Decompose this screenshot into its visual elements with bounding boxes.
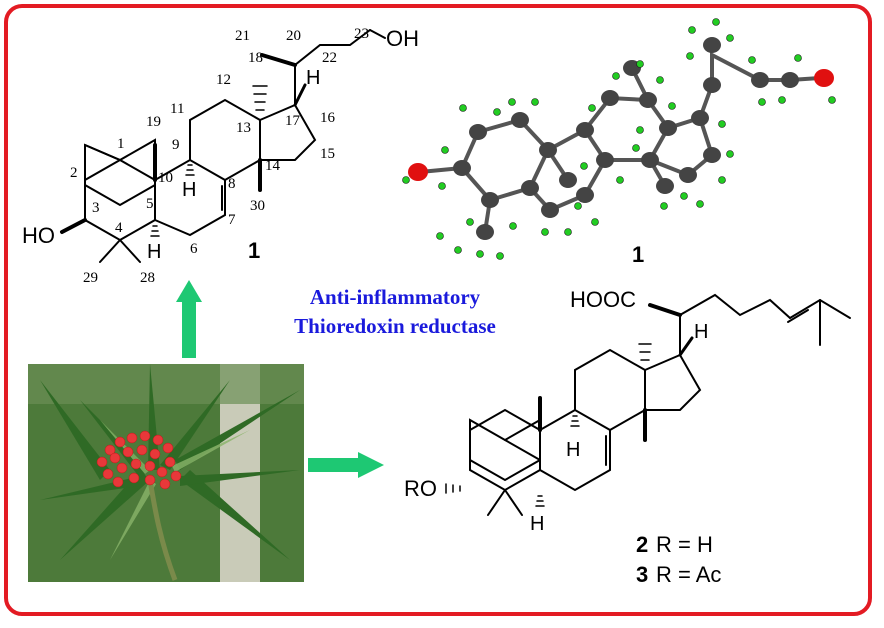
crystal-compound-number: 1 [632, 242, 644, 267]
atom-label-1: 1 [117, 136, 125, 152]
h-17-label-b: H [694, 321, 708, 343]
legend-2-number: 2 [636, 532, 648, 557]
carboxyl-label: HOOC [570, 287, 636, 312]
plant-photo [28, 364, 304, 582]
compound-1-labels: OH HO H H H 1 2 3 4 5 6 7 8 9 10 11 12 1… [22, 26, 419, 286]
atom-label-18: 18 [248, 50, 263, 66]
activity-line-1: Anti-inflammatory [309, 285, 481, 309]
atom-label-3: 3 [92, 200, 100, 216]
atom-label-5: 5 [146, 196, 154, 212]
legend-3-number: 3 [636, 562, 648, 587]
activity-line-2: Thioredoxin reductase [294, 314, 496, 338]
atom-label-22: 22 [322, 50, 337, 66]
atom-label-20: 20 [286, 28, 301, 44]
atom-label-13: 13 [236, 120, 251, 136]
atom-label-2: 2 [70, 165, 78, 181]
outer-frame [4, 4, 872, 616]
atom-label-21: 21 [235, 28, 250, 44]
atom-label-8: 8 [228, 176, 236, 192]
atom-label-23: 23 [354, 26, 369, 42]
atom-label-15: 15 [320, 146, 335, 162]
h-17-label: H [306, 67, 320, 89]
atom-label-30: 30 [250, 198, 265, 214]
crystal-structure: 1 [402, 18, 836, 267]
hydroxyl-left-label: HO [22, 223, 55, 248]
atom-label-12: 12 [216, 72, 231, 88]
ro-label: RO [404, 476, 437, 501]
atom-label-17: 17 [285, 113, 301, 129]
atom-label-10: 10 [158, 170, 173, 186]
atom-label-28: 28 [140, 270, 155, 286]
atom-label-6: 6 [190, 241, 198, 257]
compound-2-3-labels: HOOC RO H H H 2 R = H 3 R = Ac [404, 287, 721, 587]
atom-label-4: 4 [115, 220, 123, 236]
up-arrow [176, 280, 202, 358]
atom-label-16: 16 [320, 110, 336, 126]
atom-label-29: 29 [83, 270, 98, 286]
h-5-label-b: H [530, 513, 544, 535]
h-9-label: H [182, 179, 196, 201]
atom-label-11: 11 [170, 101, 184, 117]
compound-1-number: 1 [248, 238, 260, 263]
legend-3-text: R = Ac [656, 562, 721, 587]
atom-label-9: 9 [172, 137, 180, 153]
h-9-label-b: H [566, 439, 580, 461]
legend-2-text: R = H [656, 532, 713, 557]
right-arrow [308, 452, 384, 478]
atom-label-19: 19 [146, 114, 161, 130]
compound-2-3-structure [445, 293, 851, 516]
h-5-label: H [147, 241, 161, 263]
compound-1-structure [60, 29, 386, 263]
atom-label-14: 14 [265, 158, 281, 174]
hydroxyl-top-label: OH [386, 26, 419, 51]
atom-label-7: 7 [228, 212, 236, 228]
